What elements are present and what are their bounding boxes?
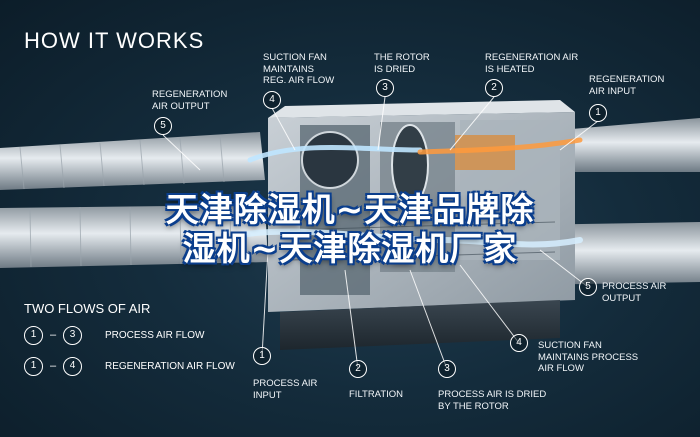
step-2-process: 2 (349, 360, 367, 378)
label-suction-fan-reg: SUCTION FAN MAINTAINS REG. AIR FLOW (263, 52, 335, 86)
label-process-air-output: PROCESS AIR OUTPUT (602, 281, 667, 304)
step-3-regeneration: 3 (376, 79, 394, 97)
label-filtration: FILTRATION (349, 389, 404, 400)
flow-from-badge: 1 (24, 356, 43, 376)
step-2-regeneration: 2 (485, 79, 503, 97)
page-title: HOW IT WORKS (24, 28, 205, 53)
label-process-air-input: PROCESS AIR INPUT (253, 378, 318, 401)
step-5-process: 5 (579, 278, 597, 296)
label-suction-fan-process: SUCTION FAN MAINTAINS PROCESS AIR FLOW (538, 340, 639, 374)
label-regeneration-input: REGENERATION AIR INPUT (589, 74, 665, 97)
left-duct (0, 132, 268, 268)
flow-to-badge: 3 (63, 325, 82, 345)
step-4-process: 4 (510, 334, 528, 352)
step-1-regeneration: 1 (589, 104, 607, 122)
flow-to-badge: 4 (63, 356, 82, 376)
step-5-regeneration: 5 (154, 117, 172, 135)
watermark-line-1: 天津除湿机~天津品牌除 (165, 190, 535, 229)
flows-legend-title: TWO FLOWS OF AIR (24, 301, 151, 316)
flow-label: PROCESS AIR FLOW (105, 329, 205, 341)
label-regeneration-air-output: REGENERATION AIR OUTPUT (152, 89, 228, 112)
step-1-process: 1 (253, 347, 271, 365)
step-4-regeneration: 4 (263, 91, 281, 109)
flow-legend-regeneration: 1 – 4 REGENERATION AIR FLOW (24, 356, 235, 376)
watermark-line-2: 湿机~天津除湿机厂家 (182, 229, 518, 268)
flow-legend-process: 1 – 3 PROCESS AIR FLOW (24, 325, 204, 345)
label-regeneration-heated: REGENERATION AIR IS HEATED (485, 52, 579, 75)
step-3-process: 3 (438, 360, 456, 378)
flow-from-badge: 1 (24, 325, 43, 345)
flow-label: REGENERATION AIR FLOW (105, 360, 235, 372)
label-rotor-dried: THE ROTOR IS DRIED (374, 52, 430, 75)
label-process-air-dried: PROCESS AIR IS DRIED BY THE ROTOR (438, 389, 547, 412)
air-flows (237, 137, 583, 248)
